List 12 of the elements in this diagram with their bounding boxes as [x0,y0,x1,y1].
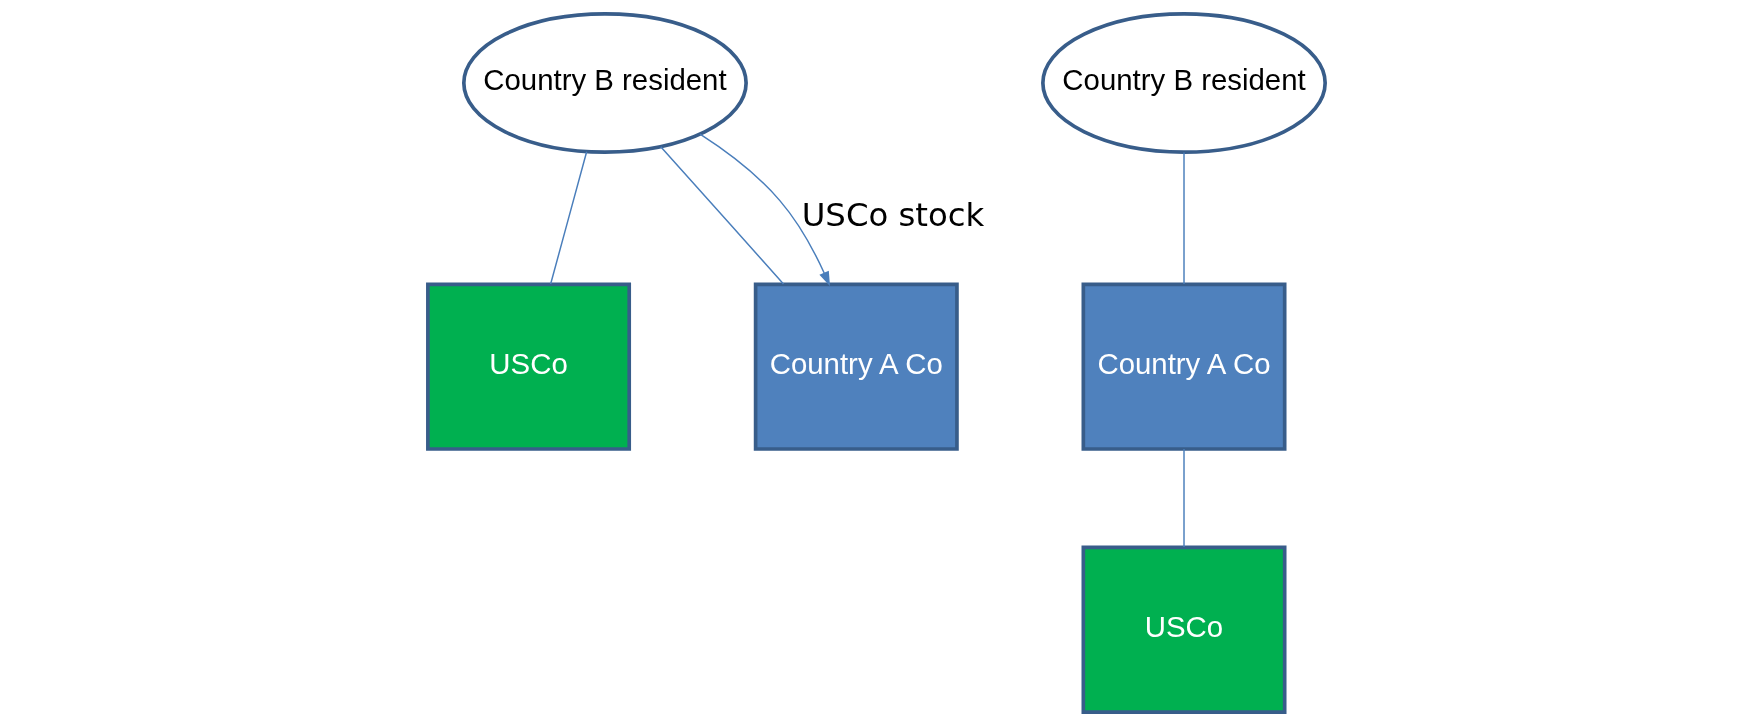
connector [1183,151,1185,285]
node-box: Country A Co [753,282,959,451]
node-box: Country A Co [1081,282,1287,451]
node-box: USCo [1081,545,1287,714]
edge-label: USCo stock [801,196,985,235]
node-ellipse: Country B resident [1041,12,1327,154]
connector [1183,448,1185,548]
connector [549,151,588,285]
node-ellipse: Country B resident [462,12,748,154]
arrow [699,133,831,287]
node-box: USCo [426,282,632,451]
connector [660,146,785,285]
